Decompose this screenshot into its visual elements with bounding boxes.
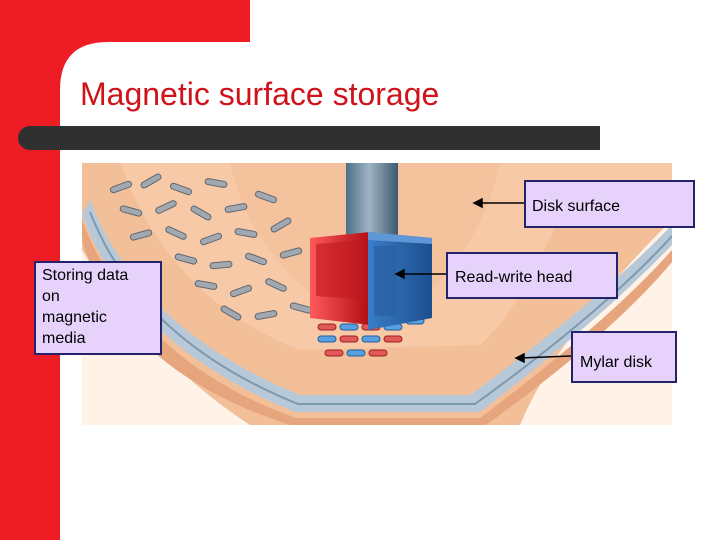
read-write-head-label: Read-write head xyxy=(446,252,618,299)
disk-surface-label: Disk surface xyxy=(524,180,695,228)
head-shaft xyxy=(346,163,398,241)
storing-data-callout: Storing data on magnetic media xyxy=(34,261,162,355)
mylar-disk-label: Mylar disk xyxy=(571,331,677,383)
